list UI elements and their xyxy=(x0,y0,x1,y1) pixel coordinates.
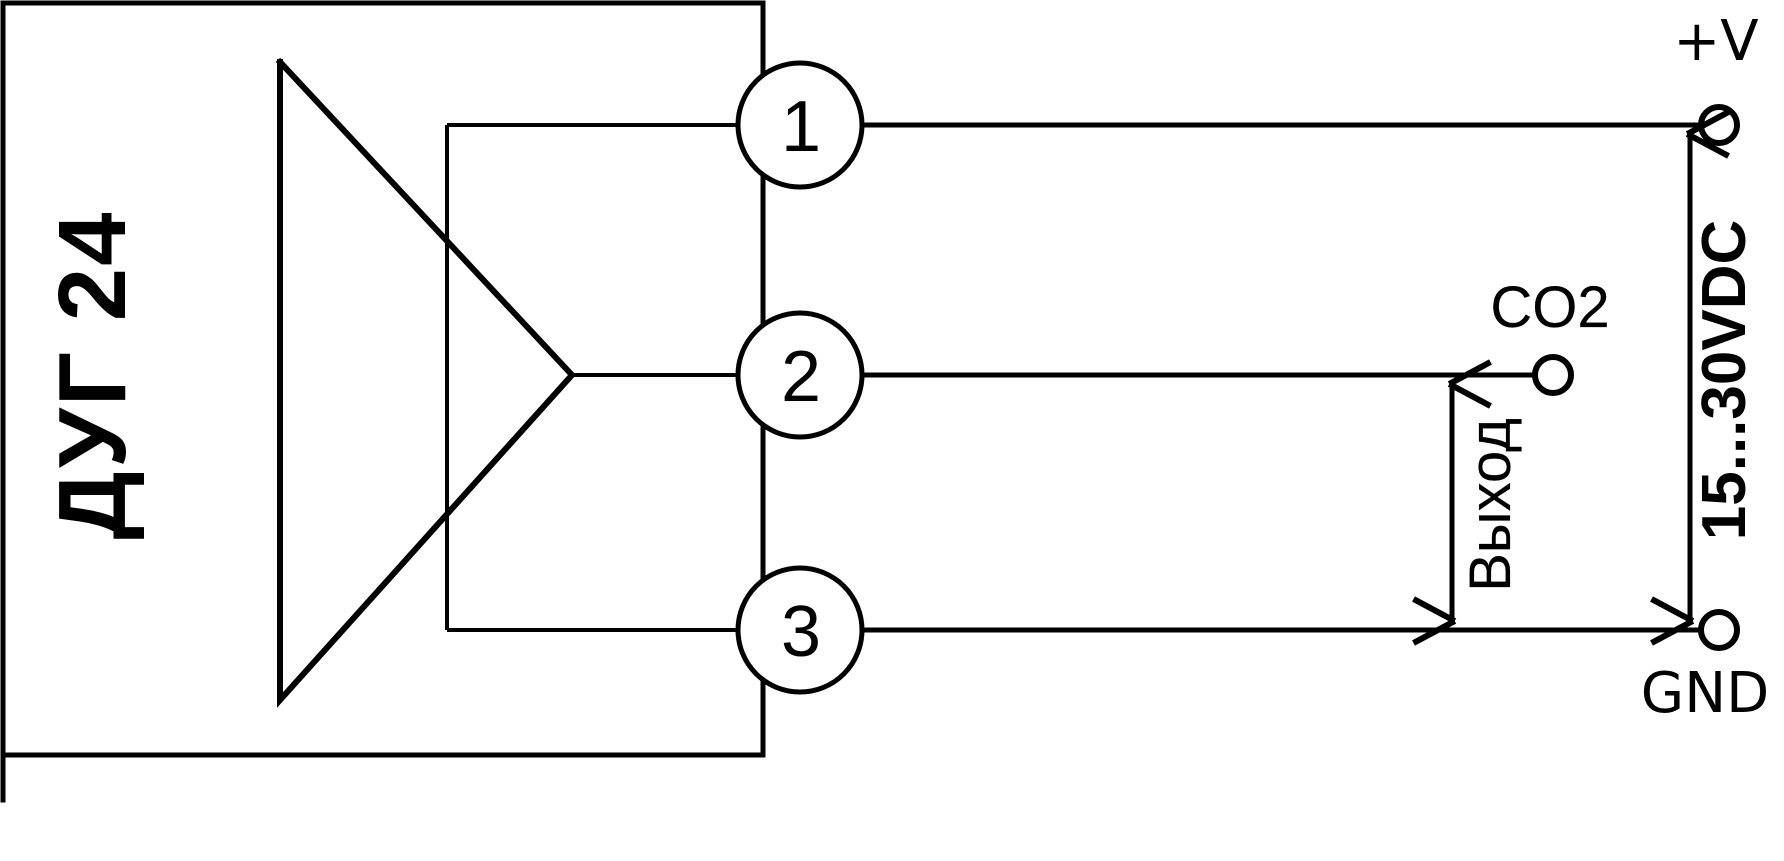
terminal-plus-v[interactable] xyxy=(1698,104,1740,146)
pin-3-group[interactable]: 3 xyxy=(735,565,1703,695)
pin-2-group[interactable]: 2 xyxy=(735,310,1543,440)
terminal-co2-out[interactable] xyxy=(1532,354,1574,396)
pin-1-group[interactable]: 1 xyxy=(735,60,1703,190)
internal-bracket-wiring xyxy=(445,123,763,632)
gnd-label: GND xyxy=(1641,661,1769,726)
terminal-gnd[interactable] xyxy=(1698,609,1740,651)
output-label: Выход xyxy=(1458,418,1523,592)
transducer-triangle-icon xyxy=(275,57,577,708)
plus-v-label: +V xyxy=(1673,9,1758,74)
pin-2-number: 2 xyxy=(781,337,821,417)
pin-1-number: 1 xyxy=(781,87,821,167)
device-name-label: ДУГ 24 xyxy=(39,210,146,539)
pin-3-number: 3 xyxy=(781,592,821,672)
co2-label: CO2 xyxy=(1490,275,1609,340)
supply-range-label: 15...30VDC xyxy=(1690,220,1759,541)
